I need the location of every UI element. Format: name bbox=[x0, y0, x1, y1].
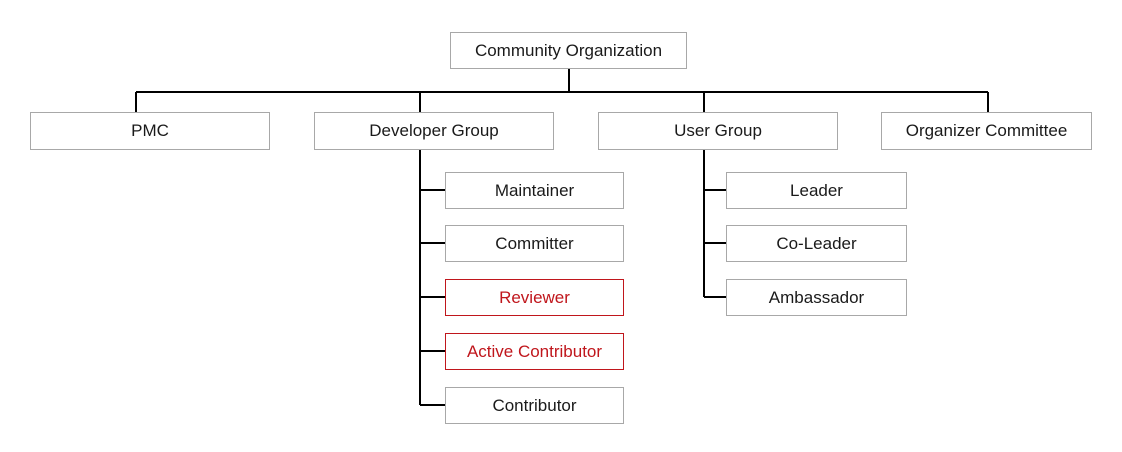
node-contributor: Contributor bbox=[445, 387, 624, 424]
node-leader: Leader bbox=[726, 172, 907, 209]
node-ambassador: Ambassador bbox=[726, 279, 907, 316]
node-label: Ambassador bbox=[768, 287, 865, 307]
node-label: Contributor bbox=[492, 395, 577, 415]
node-co-leader: Co-Leader bbox=[726, 225, 907, 262]
node-organizer-committee: Organizer Committee bbox=[881, 112, 1092, 150]
node-active-contributor: Active Contributor bbox=[445, 333, 624, 370]
node-reviewer: Reviewer bbox=[445, 279, 624, 316]
node-label: Co-Leader bbox=[776, 233, 857, 253]
node-pmc: PMC bbox=[30, 112, 270, 150]
node-community-organization: Community Organization bbox=[450, 32, 687, 69]
node-label: Organizer Committee bbox=[905, 121, 1068, 140]
node-label: Leader bbox=[790, 180, 843, 200]
node-label: Committer bbox=[495, 233, 574, 253]
node-label: PMC bbox=[131, 121, 169, 140]
node-developer-group: Developer Group bbox=[314, 112, 554, 150]
node-label: Maintainer bbox=[494, 180, 575, 200]
node-user-group: User Group bbox=[598, 112, 838, 150]
node-label: Reviewer bbox=[499, 287, 570, 307]
node-committer: Committer bbox=[445, 225, 624, 262]
node-label: Active Contributor bbox=[466, 341, 603, 361]
node-label: User Group bbox=[674, 121, 762, 140]
node-maintainer: Maintainer bbox=[445, 172, 624, 209]
node-label: Developer Group bbox=[369, 121, 499, 140]
node-label: Community Organization bbox=[474, 40, 663, 60]
